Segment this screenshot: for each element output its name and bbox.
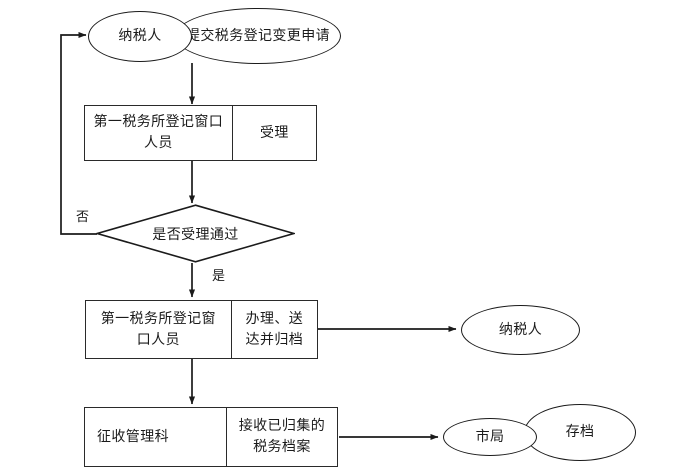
node-accept-decision[interactable]: 是否受理通过 [96, 204, 295, 263]
node-first-tax-office-handle-action-cell: 办理、送达并归档 [230, 301, 317, 358]
node-city-bureau[interactable]: 市局 [443, 418, 537, 456]
node-first-tax-office-accept-role: 第一税务所登记窗口人员 [93, 114, 224, 151]
node-accept-decision-label: 是否受理通过 [152, 226, 239, 243]
node-submit-application[interactable]: 提交税务登记变更申请 [175, 8, 341, 64]
decision-diamond-shape [96, 204, 295, 263]
node-first-tax-office-accept-role-cell: 第一税务所登记窗口人员 [85, 106, 232, 160]
node-collection-admin-role: 征收管理科 [97, 428, 169, 445]
node-first-tax-office-accept-action-cell: 受理 [231, 106, 316, 160]
node-city-bureau-label: 市局 [475, 428, 505, 445]
edge-label-no: 否 [76, 210, 90, 225]
node-taxpayer-end[interactable]: 纳税人 [461, 305, 580, 355]
node-collection-admin-action: 接收已归集的税务档案 [238, 418, 326, 455]
edge-label-yes: 是 [212, 269, 226, 284]
node-collection-admin-role-cell: 征收管理科 [85, 408, 226, 466]
node-archive-label: 存档 [565, 424, 595, 441]
node-first-tax-office-accept[interactable]: 第一税务所登记窗口人员 受理 [84, 105, 317, 161]
node-taxpayer-start[interactable]: 纳税人 [88, 11, 192, 62]
node-first-tax-office-handle-action: 办理、送达并归档 [245, 310, 304, 348]
node-collection-admin-action-cell: 接收已归集的税务档案 [225, 408, 337, 466]
node-first-tax-office-handle[interactable]: 第一税务所登记窗口人员 办理、送达并归档 [85, 300, 318, 359]
node-collection-admin[interactable]: 征收管理科 接收已归集的税务档案 [84, 407, 338, 467]
node-submit-application-label: 提交税务登记变更申请 [186, 27, 330, 44]
node-archive[interactable]: 存档 [524, 404, 636, 461]
node-taxpayer-start-label: 纳税人 [118, 28, 162, 45]
node-first-tax-office-handle-role: 第一税务所登记窗口人员 [100, 310, 216, 348]
node-first-tax-office-handle-role-cell: 第一税务所登记窗口人员 [86, 301, 231, 358]
node-taxpayer-end-label: 纳税人 [498, 321, 543, 338]
node-first-tax-office-accept-action: 受理 [259, 124, 289, 141]
